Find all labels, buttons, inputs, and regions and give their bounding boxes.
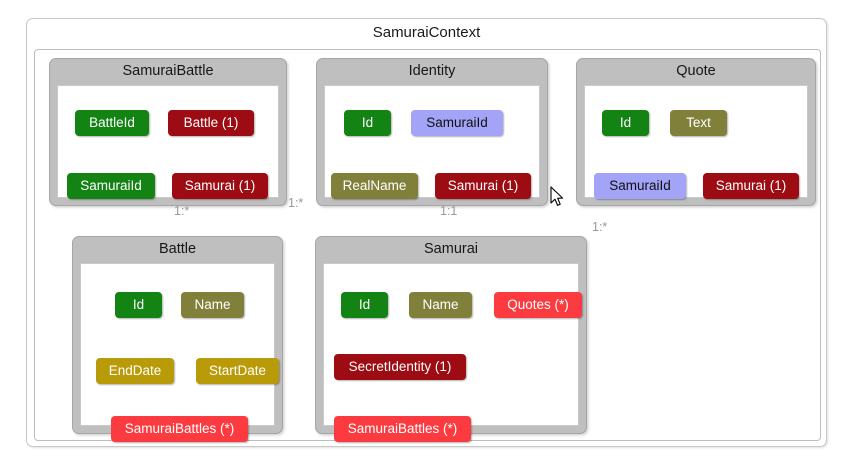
connector-label-identity-samurai: 1:1: [440, 204, 458, 218]
entity-title: SamuraiBattle: [122, 63, 214, 79]
attribute-chip[interactable]: SamuraiBattles (*): [111, 416, 248, 442]
connector-label-samuraibattle-battle: 1:*: [174, 204, 190, 218]
entity-body: BattleId Battle (1) SamuraiId Samurai (1): [57, 85, 279, 199]
attribute-chip[interactable]: Samurai (1): [172, 173, 268, 199]
connector-label-samuraibattle-samurai: 1:*: [288, 196, 304, 210]
attribute-chip[interactable]: Name: [409, 292, 472, 318]
attribute-chip[interactable]: SamuraiBattles (*): [334, 416, 471, 442]
attribute-chip[interactable]: StartDate: [196, 358, 279, 384]
attribute-chip[interactable]: SamuraiId: [594, 173, 686, 199]
attribute-chip[interactable]: Text: [670, 110, 727, 136]
attribute-chip[interactable]: EndDate: [96, 358, 174, 384]
attribute-chip[interactable]: Id: [115, 292, 162, 318]
attribute-chip[interactable]: SecretIdentity (1): [334, 354, 466, 380]
entity-title: Samurai: [424, 241, 478, 257]
attribute-chip[interactable]: BattleId: [75, 110, 149, 136]
connector-label-quote-samurai: 1:*: [592, 220, 608, 234]
attribute-chip[interactable]: Battle (1): [168, 110, 254, 136]
entity-body: Id Name Quotes (*) SecretIdentity (1) Samura…: [323, 263, 582, 442]
attribute-chip[interactable]: Samurai (1): [435, 173, 531, 199]
context-title: SamuraiContext: [372, 24, 481, 41]
attribute-chip[interactable]: Id: [341, 292, 388, 318]
entity-title: Quote: [676, 63, 716, 79]
attribute-chip[interactable]: Name: [181, 292, 244, 318]
mouse-cursor: [550, 186, 564, 206]
attribute-chip[interactable]: Id: [602, 110, 649, 136]
attribute-chip[interactable]: RealName: [331, 173, 418, 199]
attribute-chip[interactable]: Id: [344, 110, 391, 136]
entity-title: Identity: [408, 63, 456, 79]
attribute-chip[interactable]: Quotes (*): [494, 292, 582, 318]
entity-title: Battle: [158, 241, 197, 257]
attribute-chip[interactable]: SamuraiId: [411, 110, 503, 136]
attribute-chip[interactable]: SamuraiId: [67, 173, 155, 199]
attribute-chip[interactable]: Samurai (1): [703, 173, 799, 199]
